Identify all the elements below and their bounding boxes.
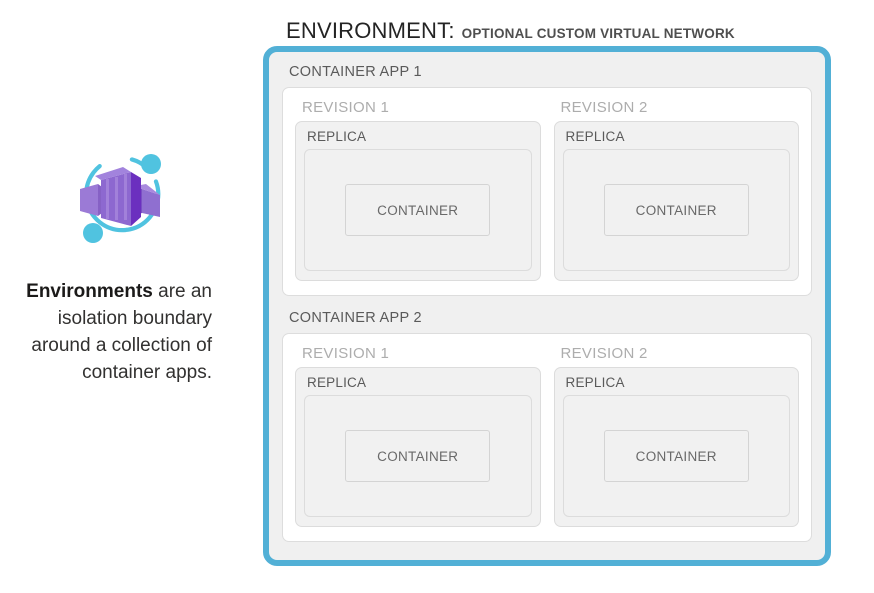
container-app-label: CONTAINER APP 2 [289, 310, 422, 326]
replica-box: REPLICA CONTAINER [553, 367, 799, 527]
replica-box: REPLICA CONTAINER [295, 121, 541, 281]
revision-column: REVISION 1 REPLICA CONTAINER [295, 345, 541, 527]
container-box: CONTAINER [345, 430, 491, 482]
pod-box: CONTAINER [304, 149, 532, 271]
pod-box: CONTAINER [562, 395, 790, 517]
container-app-group: CONTAINER APP 2 REVISION 1 REPLICA CONTA… [282, 310, 812, 542]
pod-box: CONTAINER [304, 395, 532, 517]
revision-label: REVISION 1 [302, 99, 390, 116]
replica-label: REPLICA [307, 129, 367, 144]
container-app-label: CONTAINER APP 1 [289, 64, 422, 80]
environment-boundary: CONTAINER APP 1 REVISION 1 REPLICA CONTA… [263, 46, 831, 566]
page-subtitle: OPTIONAL CUSTOM VIRTUAL NETWORK [461, 26, 735, 41]
container-label: CONTAINER [635, 448, 717, 464]
container-box: CONTAINER [345, 184, 491, 236]
container-box: CONTAINER [603, 184, 749, 236]
revision-label: REVISION 2 [560, 99, 648, 116]
replica-label: REPLICA [565, 375, 625, 390]
container-label: CONTAINER [377, 448, 459, 464]
container-label: CONTAINER [635, 202, 717, 218]
replica-label: REPLICA [565, 129, 625, 144]
replica-label: REPLICA [307, 375, 367, 390]
caption-rest: are an isolation boundary around a colle… [31, 281, 212, 383]
container-app-group: CONTAINER APP 1 REVISION 1 REPLICA CONTA… [282, 64, 812, 296]
caption-text: Environments are an isolation boundary a… [0, 278, 212, 386]
revision-label: REVISION 1 [302, 345, 390, 362]
replica-box: REPLICA CONTAINER [553, 121, 799, 281]
container-app-card: REVISION 1 REPLICA CONTAINER REVISION 2 … [282, 87, 812, 296]
azure-container-apps-icon [80, 154, 161, 243]
revision-column: REVISION 2 REPLICA CONTAINER [553, 345, 799, 527]
environment-header: ENVIRONMENT: OPTIONAL CUSTOM VIRTUAL NET… [286, 18, 735, 44]
container-box: CONTAINER [603, 430, 749, 482]
left-info-panel: Environments are an isolation boundary a… [0, 140, 240, 386]
container-app-card: REVISION 1 REPLICA CONTAINER REVISION 2 … [282, 333, 812, 542]
replica-box: REPLICA CONTAINER [295, 367, 541, 527]
caption-lead: Environments [26, 281, 153, 302]
revision-column: REVISION 1 REPLICA CONTAINER [295, 99, 541, 281]
logo-wrap [0, 140, 240, 258]
page-title: ENVIRONMENT: [286, 18, 455, 43]
container-label: CONTAINER [377, 202, 459, 218]
revision-label: REVISION 2 [560, 345, 648, 362]
revision-column: REVISION 2 REPLICA CONTAINER [553, 99, 799, 281]
pod-box: CONTAINER [562, 149, 790, 271]
